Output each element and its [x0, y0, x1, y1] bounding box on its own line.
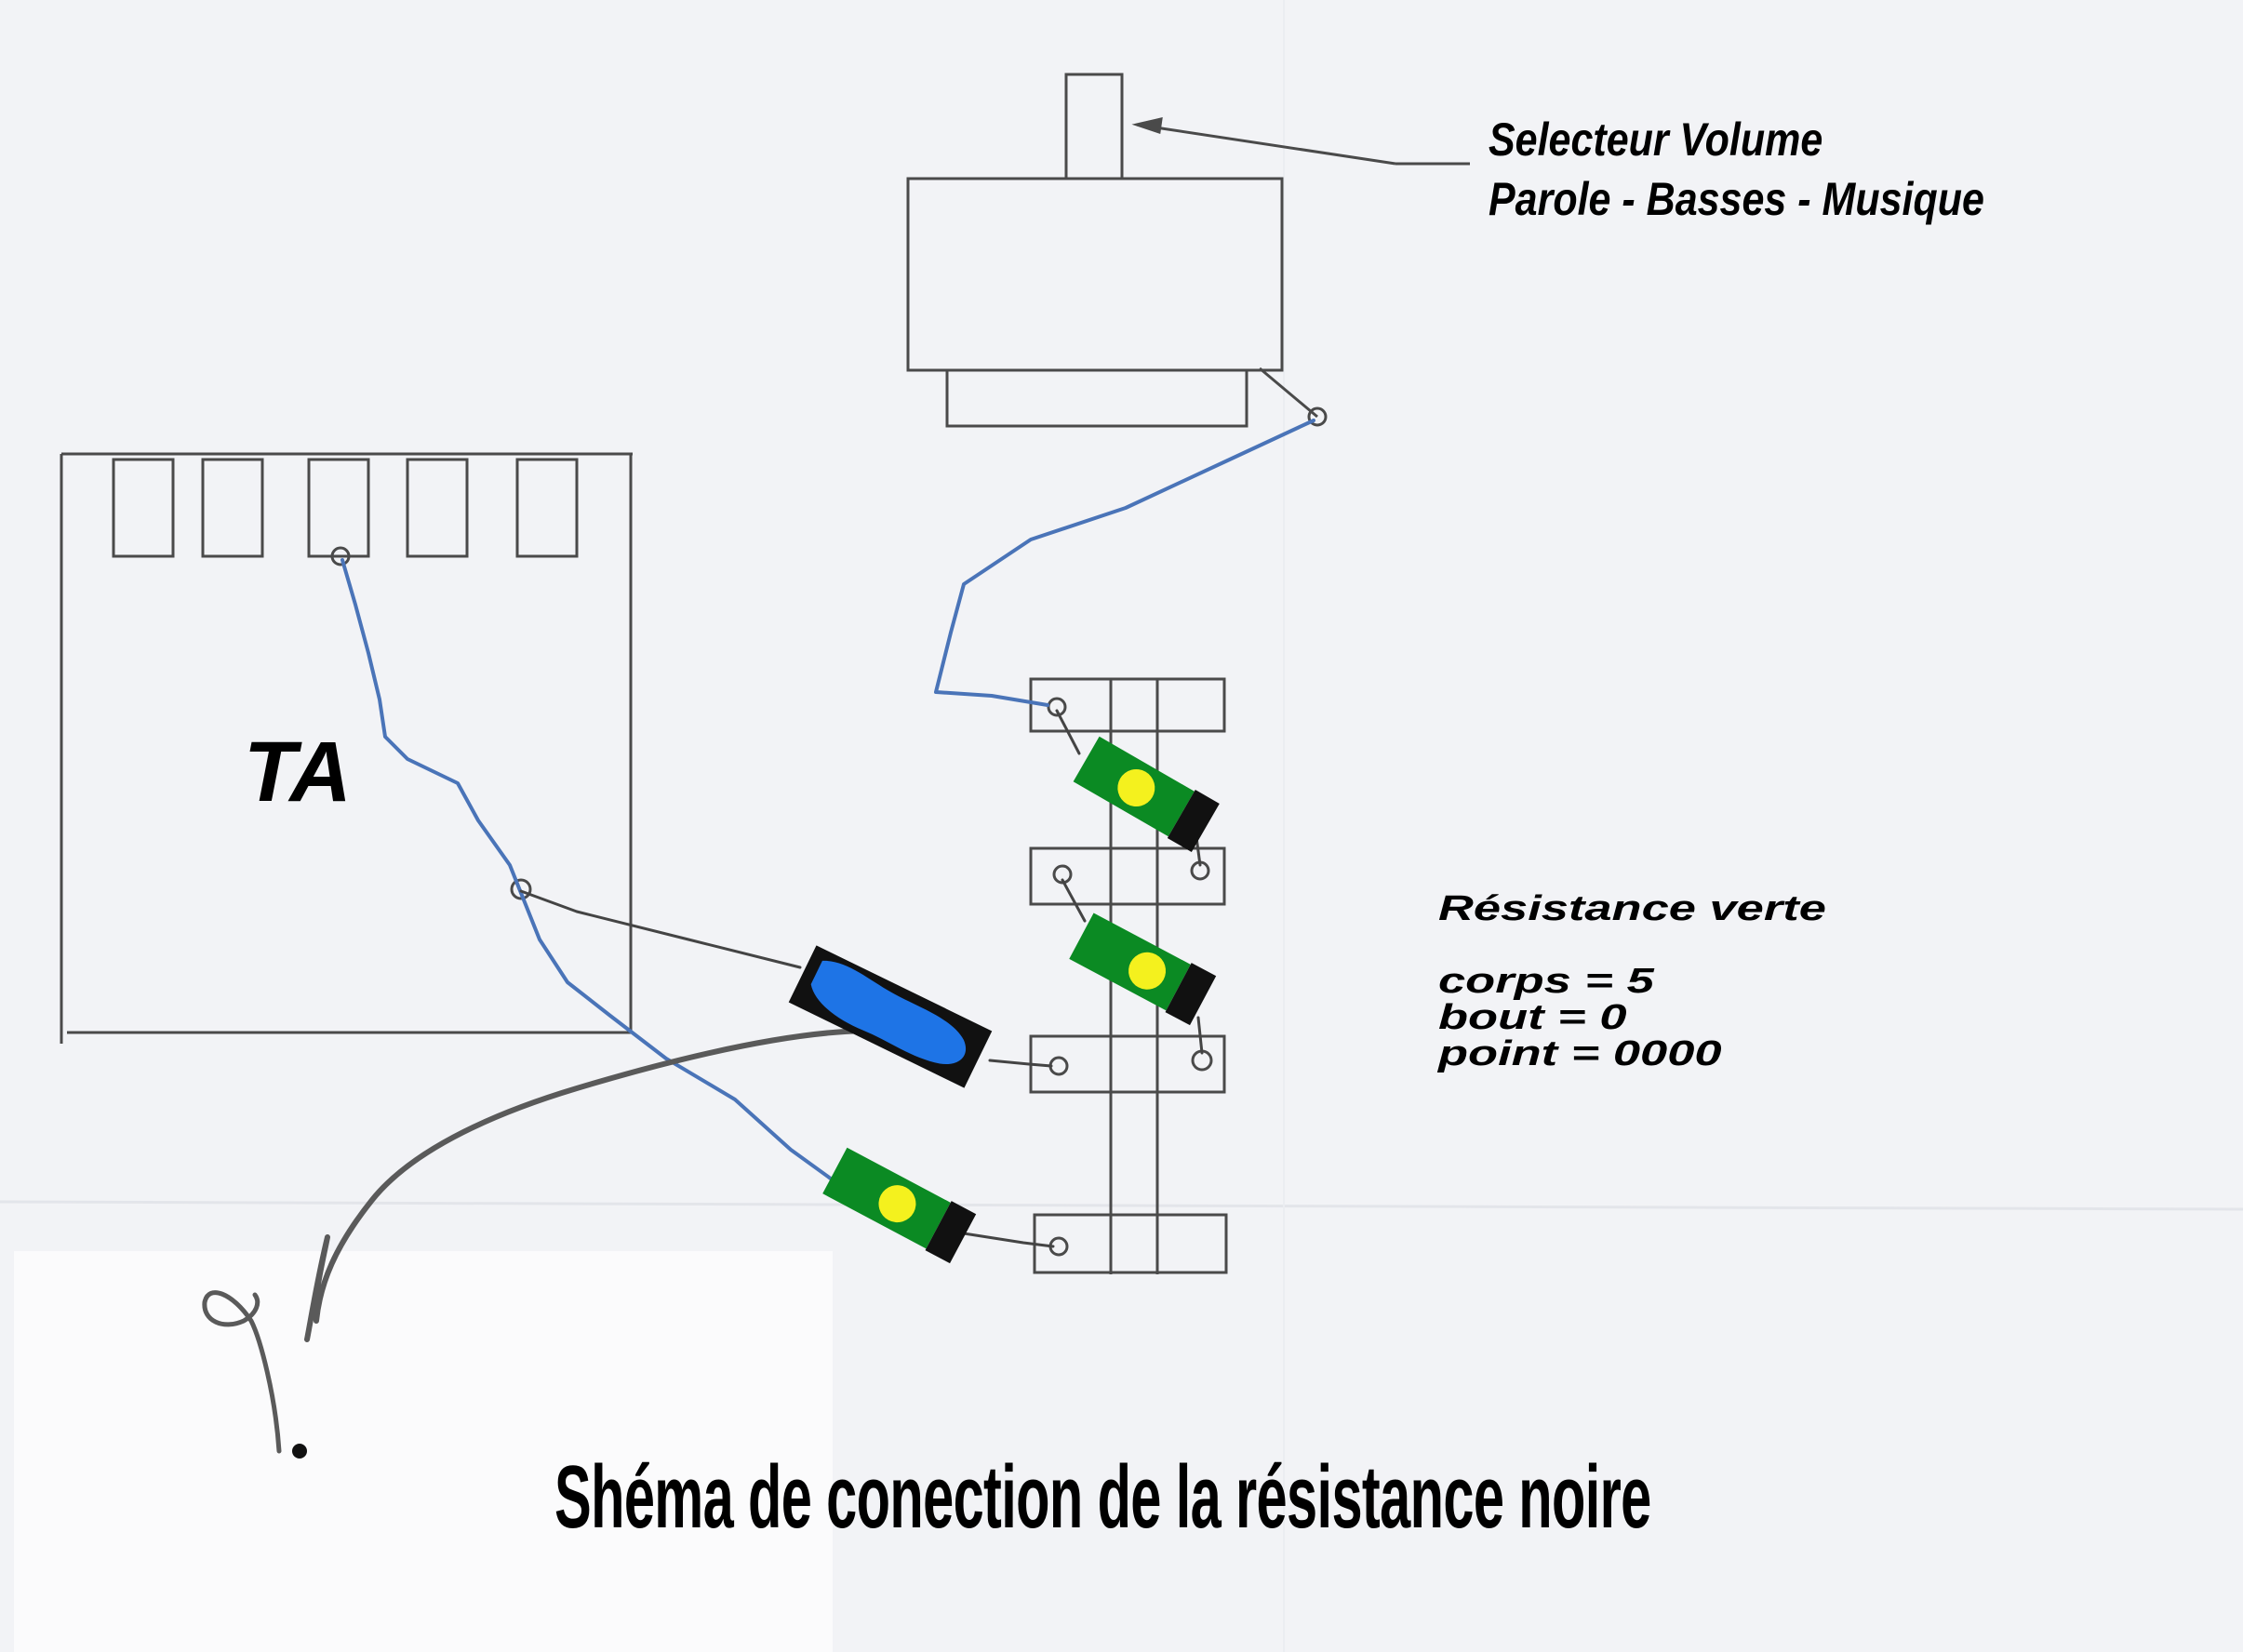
- green-resistor: [1069, 913, 1217, 1026]
- selector-lead: [1259, 366, 1318, 419]
- green-resistor: [822, 1147, 977, 1264]
- ta-box: [60, 452, 633, 1044]
- terminal-block: [1029, 1034, 1226, 1094]
- resistor-end: [1167, 790, 1220, 852]
- resistor-point: [1117, 769, 1155, 806]
- black-wire: [1055, 709, 1081, 755]
- black-wire: [1061, 878, 1087, 923]
- ta-terminal: [330, 546, 351, 566]
- blue-wire: [934, 419, 1315, 707]
- ta-terminal: [510, 878, 532, 900]
- selector-pointer-line: [1136, 123, 1396, 166]
- selector-label-line1: Selecteur Volume: [1489, 113, 1823, 166]
- resistance-point-label: point = 0000: [1438, 1034, 1722, 1073]
- resistor-end: [1165, 963, 1217, 1026]
- selector-body: [906, 177, 1284, 372]
- resistor-point: [878, 1185, 916, 1223]
- paper-fold: [0, 1200, 2243, 1211]
- pencil-loop: [202, 1290, 282, 1454]
- black-wire: [1196, 1016, 1204, 1055]
- terminal-block: [1029, 846, 1226, 906]
- resistor-point: [1128, 952, 1167, 990]
- terminal-block: [1033, 1213, 1228, 1274]
- ta-slot: [515, 458, 579, 558]
- diagram-title: Shéma de conection de la résistance noir…: [554, 1447, 1651, 1547]
- black-wire: [988, 1059, 1053, 1068]
- ta-slot: [307, 458, 370, 558]
- selector-label: Selecteur Volume Parole - Basses - Musiq…: [1489, 110, 1984, 229]
- blue-blob: [810, 960, 966, 1065]
- resistor-end: [925, 1201, 977, 1264]
- resistance-legend: Résistance verte corps = 5 bout = 0 poin…: [1438, 891, 1826, 1072]
- legend-spacer: [1438, 927, 1826, 964]
- wires: [202, 419, 1315, 1459]
- paper-patch: [14, 1251, 833, 1652]
- black-wire: [962, 1232, 1055, 1248]
- volume-selector: [906, 73, 1470, 428]
- pencil-dot: [292, 1444, 307, 1459]
- ta-label: TA: [244, 725, 352, 819]
- selector-shaft: [1064, 73, 1124, 180]
- resistance-end-label: bout = 0: [1438, 998, 1627, 1037]
- terminal-block: [1029, 677, 1226, 733]
- green-resistor: [1073, 736, 1220, 852]
- selector-base: [945, 368, 1248, 428]
- ta-slot: [112, 458, 175, 558]
- resistance-body-label: corps = 5: [1438, 962, 1654, 1001]
- resistor-body: [1069, 913, 1191, 1011]
- black-wire: [519, 889, 802, 969]
- selector-terminal: [1307, 406, 1328, 427]
- selector-arrow: [1131, 117, 1163, 134]
- black-resistor: [788, 945, 993, 1088]
- ta-slot: [406, 458, 469, 558]
- blue-wire: [340, 558, 847, 1191]
- pencil-wire: [304, 1028, 868, 1342]
- strip-terminal: [1048, 1056, 1069, 1076]
- selector-label-line2: Parole - Basses - Musique: [1489, 173, 1984, 225]
- ta-slot: [201, 458, 264, 558]
- resistance-heading: Résistance verte: [1438, 889, 1826, 928]
- strip-terminal: [1047, 697, 1067, 717]
